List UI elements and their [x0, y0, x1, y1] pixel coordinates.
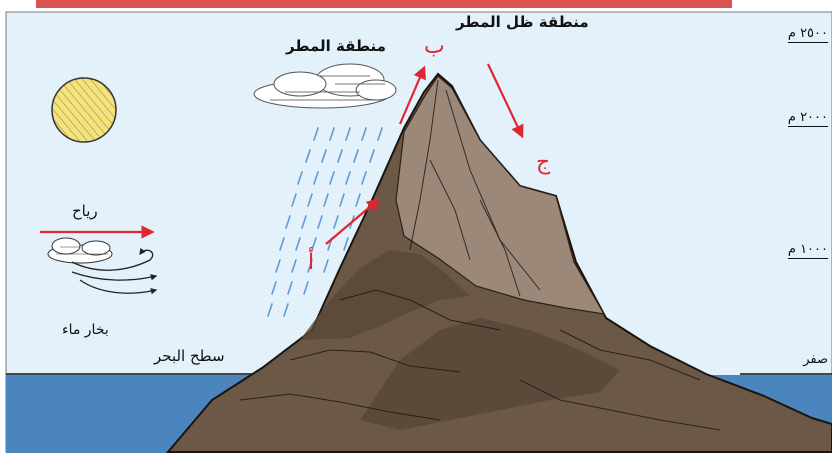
winds-label: رياح	[72, 202, 98, 220]
sun-icon	[52, 78, 116, 142]
point-a-label: أ	[308, 250, 314, 275]
point-b-label: ب	[424, 34, 445, 59]
point-c-label: ج	[536, 150, 550, 175]
altitude-tick-zero: صفر	[803, 352, 828, 368]
altitude-tick-2500: ٢٥٠٠ م	[788, 26, 828, 43]
altitude-tick-2000: ٢٠٠٠ م	[788, 110, 828, 127]
sea-level-label: سطح البحر	[154, 347, 225, 365]
rain-zone-label: منطقة المطر	[286, 37, 386, 55]
altitude-tick-1000: ١٠٠٠ م	[788, 242, 828, 259]
water-vapor-label: بخار ماء	[62, 322, 109, 338]
rain-shadow-zone-label: منطقة ظل المطر	[456, 13, 589, 31]
top-bar	[36, 0, 732, 8]
